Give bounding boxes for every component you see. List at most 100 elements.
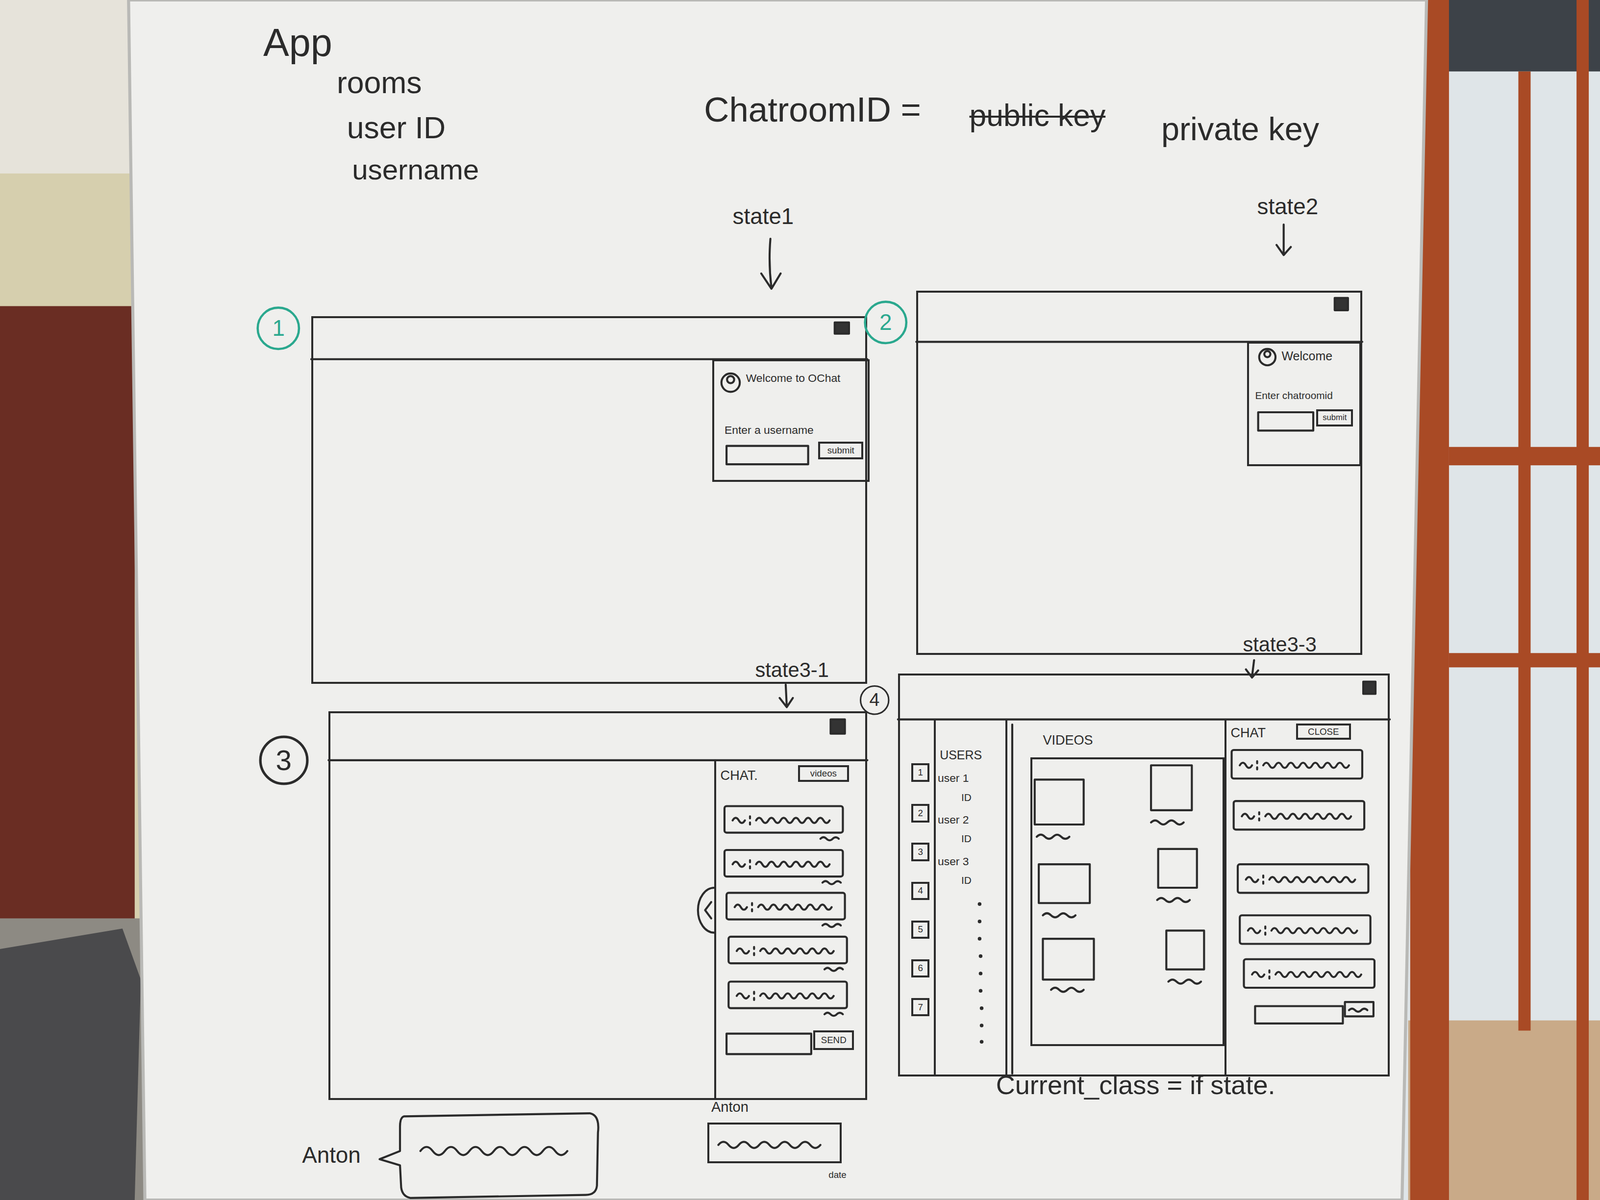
door [0, 305, 135, 939]
heading-text: state3-3 [1242, 632, 1317, 657]
collapse-toggle [698, 887, 715, 933]
node-text: SEND [821, 1034, 847, 1046]
users-column: USERSuser 1IDuser 2IDuser 3ID [933, 719, 1008, 1077]
sketch [311, 224, 1390, 1199]
node-text: submit [1322, 413, 1347, 423]
node-text: user 3 [937, 854, 970, 868]
node-text: 2 [917, 807, 923, 819]
heading-text: state2 [1257, 194, 1319, 221]
note-text: rooms [336, 65, 422, 101]
note-text: Current_class = if state. [996, 1069, 1276, 1100]
node-text: 4 [917, 885, 923, 897]
scribble [420, 1147, 568, 1156]
window-frame [1449, 447, 1600, 466]
videos-panel: VIDEOS [1030, 757, 1225, 1047]
note-text: Anton [301, 1142, 361, 1169]
heading-text: VIDEOS [1042, 732, 1093, 749]
circle-outline [257, 307, 300, 350]
scribble [1050, 987, 1084, 992]
note-text: username [351, 152, 479, 186]
heading-text: state1 [732, 203, 795, 230]
chat-panel: CHATCLOSE [1224, 719, 1390, 1077]
window-frame [1576, 0, 1589, 1200]
room-tab: 7 [911, 998, 930, 1017]
chat-message [728, 936, 847, 964]
node-text: Welcome [1281, 349, 1333, 364]
chat-message [726, 892, 845, 920]
submit-button: submit [1316, 409, 1353, 427]
node-text: 5 [917, 924, 923, 936]
scribble [1042, 913, 1076, 918]
note-text: public key [969, 98, 1106, 134]
node-text: videos [810, 768, 837, 779]
node-text: 1 [917, 767, 923, 778]
state-arrow [779, 684, 793, 708]
node-text: ID [961, 874, 972, 887]
menu-icon [1334, 298, 1349, 311]
node-text: CHAT. [720, 768, 758, 784]
scribble [822, 924, 841, 927]
heading-text: Anton [711, 1099, 749, 1116]
welcome-panel: WelcomeEnter chatroomid submit [1247, 341, 1362, 467]
avatar-icon [726, 375, 735, 384]
node-text: 4 [869, 689, 880, 711]
text-input [726, 1033, 812, 1055]
menu-icon [830, 719, 845, 734]
note-text: App [263, 20, 333, 66]
step-circle: 4 [859, 684, 890, 716]
node-text: user 1 [937, 771, 970, 785]
node-text: Enter a username [724, 423, 814, 437]
step-circle: 2 [863, 300, 909, 346]
note-text: private key [1161, 110, 1320, 149]
chat-message [724, 850, 843, 877]
scribble [718, 1141, 821, 1148]
circle-outline [860, 685, 889, 714]
room-tab: 1 [911, 763, 930, 782]
video-thumbnail [1038, 864, 1090, 903]
window-frame [1449, 652, 1600, 668]
video-thumbnail [1158, 849, 1198, 888]
node-text: Enter chatroomid [1254, 389, 1333, 402]
avatar-icon [721, 373, 740, 392]
scribble [822, 880, 841, 884]
node-text: Welcome to OChat [746, 371, 841, 385]
chat-message [1231, 750, 1363, 779]
whiteboard [128, 0, 1427, 1200]
node-text: user 2 [937, 813, 970, 826]
menu-icon [1363, 681, 1376, 695]
step-circle: 1 [255, 305, 301, 351]
window-frame [1518, 71, 1531, 1031]
node-text: ID [961, 791, 972, 804]
node-text: 1 [272, 315, 285, 342]
scribble [820, 837, 839, 841]
node-text: ID [961, 832, 972, 845]
note-text: ChatroomID = [703, 89, 921, 130]
wireframe-window: state3-31234567USERSuser 1IDuser 2IDuser… [898, 673, 1390, 1077]
submit-button: submit [818, 441, 864, 459]
video-thumbnail [1042, 938, 1094, 980]
window [1398, 0, 1600, 1200]
chat-message [728, 981, 847, 1009]
chat-message [1244, 959, 1375, 988]
close-button: CLOSE [1296, 723, 1351, 740]
circle-outline [260, 736, 308, 784]
scribble [824, 967, 843, 971]
video-thumbnail [1166, 930, 1204, 970]
send-button: SEND [813, 1030, 854, 1050]
note-text: user ID [347, 110, 446, 146]
column-line [1011, 724, 1014, 1074]
step-circle: 3 [258, 734, 310, 786]
avatar-icon [1259, 349, 1276, 366]
scribble [1157, 898, 1191, 902]
room-tab: 4 [911, 881, 930, 900]
video-thumbnail [1034, 779, 1084, 825]
chat-message [1233, 800, 1365, 830]
scribble [1150, 820, 1184, 825]
heading-text: date [828, 1169, 847, 1181]
ellipsis-dots [977, 902, 984, 1045]
room-tab: 5 [911, 920, 930, 939]
avatar-icon [1264, 350, 1271, 357]
node-text: 3 [917, 846, 923, 858]
chat-message [1237, 864, 1369, 893]
